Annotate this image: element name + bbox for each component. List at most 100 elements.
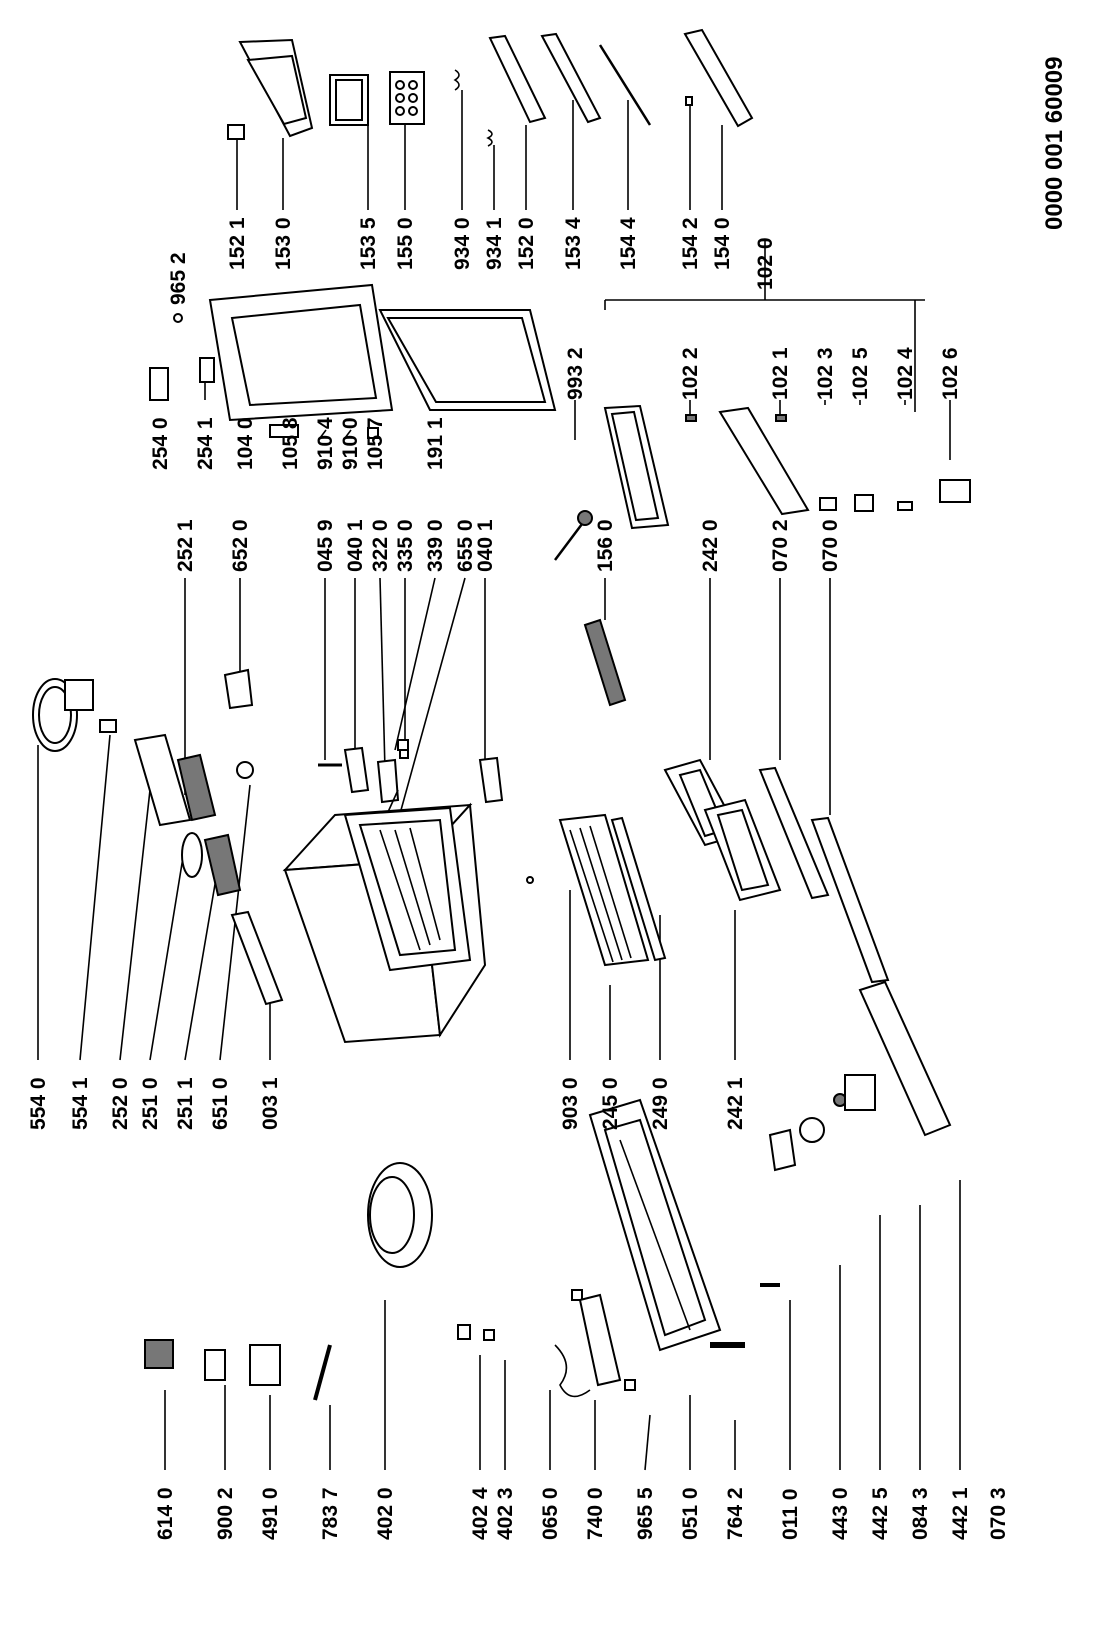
- label-154-4: 154 4: [617, 217, 640, 270]
- document-code: 0000 001 60009: [1041, 56, 1068, 230]
- part-652-0-holder: [223, 668, 254, 710]
- part-322-0-bracket: [376, 758, 400, 804]
- label-402-0: 402 0: [374, 1487, 397, 1540]
- label-335-0: 335 0: [394, 519, 417, 572]
- part-104-0-door: [208, 283, 394, 422]
- label-105-8: 105 8: [279, 417, 302, 470]
- label-254-1: 254 1: [194, 417, 217, 470]
- part-252-1-plate: [176, 753, 217, 822]
- label-003-1: 003 1: [259, 1077, 282, 1130]
- part-993-2-thermostat: [554, 510, 593, 561]
- label-102-4: 102 4: [894, 347, 917, 400]
- label-011-0: 011 0: [779, 1489, 802, 1540]
- label-040-1-lower: 040 1: [474, 519, 497, 572]
- label-651-0: 651 0: [209, 1077, 232, 1130]
- label-652-0: 652 0: [229, 519, 252, 572]
- part-156-0-ice-tray: [583, 618, 627, 707]
- part-cabinet-body: [282, 802, 487, 1044]
- label-249-0: 249 0: [649, 1077, 672, 1130]
- part-251-0-knob: [181, 832, 203, 878]
- label-070-2: 070 2: [769, 519, 792, 572]
- part-105-7-clip: [367, 427, 379, 439]
- label-070-0: 070 0: [819, 519, 842, 572]
- part-554-0-fan: [32, 678, 94, 752]
- part-102-6-bracket: [939, 479, 971, 503]
- label-242-0: 242 0: [699, 519, 722, 572]
- label-242-1: 242 1: [724, 1077, 747, 1130]
- part-251-1-grille: [203, 833, 242, 897]
- label-965-5: 965 5: [634, 1487, 657, 1540]
- label-104-0: 104 0: [234, 417, 257, 470]
- label-903-0: 903 0: [559, 1077, 582, 1130]
- label-070-3: 070 3: [987, 1487, 1010, 1540]
- part-783-7-tube: [313, 1344, 332, 1401]
- label-655-0: 655 0: [454, 519, 477, 572]
- label-245-0: 245 0: [599, 1077, 622, 1130]
- part-442-1-bracket: [844, 1074, 876, 1111]
- label-105-7: 105 7: [364, 417, 387, 470]
- part-191-1-gasket: [378, 309, 557, 411]
- label-934-1: 934 1: [483, 217, 506, 270]
- part-554-1-clip: [99, 719, 117, 733]
- part-152-1-clip: [227, 124, 245, 140]
- part-402-4-grommet: [457, 1324, 471, 1340]
- label-554-0: 554 0: [27, 1077, 50, 1130]
- part-442-5-thermostat: [799, 1117, 825, 1143]
- label-102-3: 102 3: [814, 347, 837, 400]
- part-040-1-hinge-lower: [478, 756, 504, 804]
- part-242-1-drawer: [703, 798, 782, 902]
- part-070-0-rail: [810, 816, 890, 984]
- part-070-2-rail: [758, 766, 830, 900]
- part-003-1-strip: [230, 910, 284, 1006]
- part-153-0-door-shelf: [238, 38, 314, 138]
- label-965-2: 965 2: [167, 252, 190, 305]
- label-102-2: 102 2: [679, 347, 702, 400]
- part-154-4-rod: [598, 44, 652, 126]
- part-102-light-cover: [718, 406, 810, 516]
- label-102-6: 102 6: [939, 347, 962, 400]
- part-903-0-screw: [526, 876, 534, 884]
- label-252-0: 252 0: [109, 1077, 132, 1130]
- part-153-4-rail: [540, 32, 602, 124]
- label-153-4: 153 4: [562, 217, 585, 270]
- label-740-0: 740 0: [584, 1487, 607, 1540]
- label-900-2: 900 2: [214, 1487, 237, 1540]
- label-254-0: 254 0: [149, 417, 172, 470]
- part-102-filter-frame: [603, 404, 670, 530]
- part-965-5-screw: [624, 1379, 636, 1391]
- label-153-0: 153 0: [272, 217, 295, 270]
- part-labels: 614 0 900 2 491 0 783 7 402 0 402 4 402 …: [27, 217, 1010, 1540]
- label-339-0: 339 0: [424, 519, 447, 572]
- leader-lines: [37, 90, 961, 1471]
- part-491-0-box: [249, 1344, 281, 1386]
- part-339-0-part: [399, 749, 409, 759]
- part-154-0-shelf: [683, 28, 754, 128]
- part-402-3-clip: [483, 1329, 495, 1341]
- label-554-1: 554 1: [69, 1077, 92, 1130]
- label-154-0: 154 0: [711, 217, 734, 270]
- label-614-0: 614 0: [154, 1487, 177, 1540]
- label-152-1: 152 1: [226, 217, 249, 270]
- part-651-0-lamp: [236, 761, 254, 779]
- label-191-1: 191 1: [424, 417, 447, 470]
- label-153-5: 153 5: [357, 217, 380, 270]
- part-443-0-bracket: [768, 1128, 797, 1172]
- part-153-5-bin: [329, 74, 369, 126]
- part-102-3-bulb: [819, 497, 837, 511]
- label-040-1-upper: 040 1: [344, 519, 367, 572]
- part-249-0-strip: [610, 816, 667, 962]
- part-402-0-compressor: [367, 1162, 433, 1268]
- part-154-2-pin: [685, 96, 693, 106]
- part-655-0-wire: [387, 789, 399, 813]
- label-322-0: 322 0: [369, 519, 392, 572]
- part-254-1-hinge: [199, 357, 215, 383]
- part-051-0-base: [588, 1098, 722, 1352]
- part-102-1-tab: [775, 414, 787, 422]
- part-900-2-clip: [204, 1349, 226, 1381]
- label-442-1: 442 1: [949, 1487, 972, 1540]
- label-252-1: 252 1: [174, 519, 197, 572]
- label-491-0: 491 0: [259, 1487, 282, 1540]
- label-934-0: 934 0: [451, 217, 474, 270]
- label-102-1: 102 1: [769, 347, 792, 400]
- part-102-2-tab: [685, 414, 697, 422]
